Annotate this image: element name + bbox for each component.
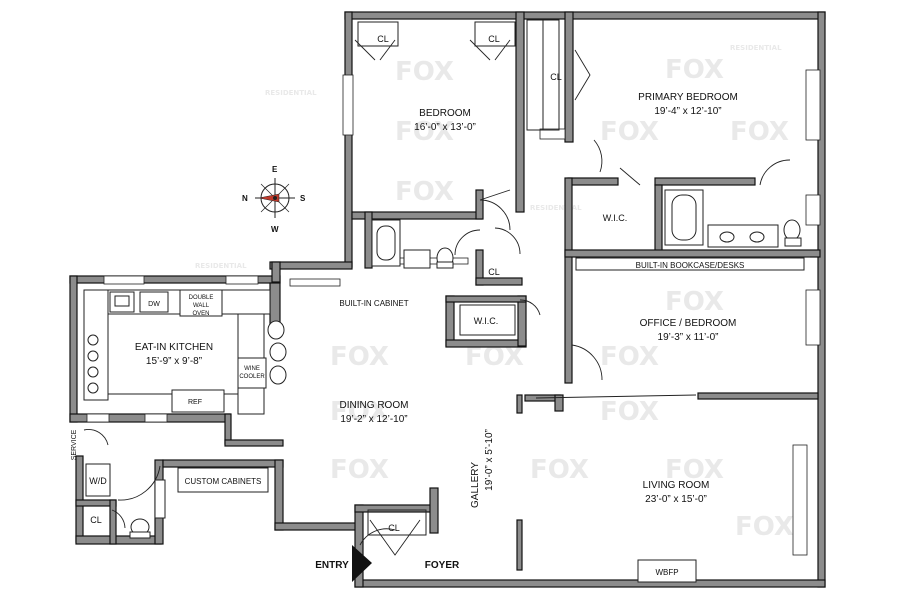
bedroom-dim: 16’-0” x 13’-0” [414,122,476,133]
watermark: FOX [330,397,389,427]
dining-room-name: DINING ROOM [340,400,409,411]
closet-label: CL [488,34,500,44]
closet-label: CL [488,267,500,277]
wic-label: W.I.C. [474,316,499,326]
compass-w: W [271,225,279,234]
wd-label: W/D [89,476,107,486]
oven-label: DOUBLE [189,295,214,301]
bath-fixtures [85,189,802,539]
watermark: FOX [330,342,389,372]
wbfp-label: WBFP [655,568,678,577]
watermark: FOX [600,342,659,372]
service-label: SERVICE [71,429,78,460]
watermark: FOX [395,177,454,207]
fireplace [637,559,697,583]
closet-label: CL [377,34,389,44]
closets [357,19,810,536]
watermark: FOX [600,117,659,147]
wic-label: W.I.C. [603,213,628,223]
kitchen-name: EAT-IN KITCHEN [135,342,213,353]
entry-arrow-icon [352,545,372,582]
watermark: FOX [665,455,724,485]
wine-cooler-label: WINE [244,366,260,372]
entry-label: ENTRY [315,560,349,571]
watermark-sub: RESIDENTIAL [530,204,582,212]
primary-bedroom-dim: 19’-4” x 12’-10” [654,106,721,117]
office-dim: 19’-3” x 11’-0” [658,332,719,343]
oven-label: WALL [193,303,210,309]
watermark: FOX [330,455,389,485]
room-labels: BEDROOM 16’-0” x 13’-0” PRIMARY BEDROOM … [135,92,738,508]
watermark: FOX [395,117,454,147]
compass-e: E [272,165,278,174]
watermark: FOX [665,287,724,317]
kitchen-fixtures [83,289,287,415]
wine-cooler-label: COOLER [239,374,265,380]
fixture-labels: CL CL CL CL CL CL W.I.C. W.I.C. BUILT-IN… [71,34,744,577]
watermark-layer: FOX FOX FOX FOX FOX FOX FOX FOX FOX FOX … [135,44,794,542]
watermark-sub: RESIDENTIAL [265,89,317,97]
primary-bedroom-name: PRIMARY BEDROOM [638,92,738,103]
closet-label: CL [90,515,102,525]
watermark: FOX [395,57,454,87]
dining-room-dim: 19’-2” x 12’-10” [340,414,407,425]
dw-label: DW [148,301,160,308]
living-room-name: LIVING ROOM [643,480,710,491]
living-room-dim: 23’-0” x 15’-0” [645,494,707,505]
watermark: FOX [530,455,589,485]
compass-s: S [300,194,306,203]
bedroom-name: BEDROOM [419,108,471,119]
watermark-sub: RESIDENTIAL [195,262,247,270]
walls [69,11,826,588]
oven-label: OVEN [192,311,209,317]
compass-n: N [242,194,248,203]
watermark: FOX [600,397,659,427]
built-in-bookcase-label: BUILT-IN BOOKCASE/DESKS [636,261,745,270]
watermark: FOX [730,117,789,147]
foyer-label: FOYER [425,560,460,571]
gallery-name: GALLERY [470,462,481,508]
office-name: OFFICE / BEDROOM [640,318,737,329]
watermark-sub: RESIDENTIAL [730,44,782,52]
closet-label: CL [388,523,400,533]
ref-label: REF [188,399,202,406]
custom-cabinets-label: CUSTOM CABINETS [185,477,262,486]
kitchen-dim: 15’-9” x 9’-8” [146,356,202,367]
watermark: FOX [665,55,724,85]
closet-label: CL [550,72,562,82]
built-in-cabinet-label: BUILT-IN CABINET [339,299,408,308]
gallery-dim: 19’-0” x 5’-10” [484,429,495,491]
doors [83,39,791,556]
watermark: FOX [735,512,794,542]
compass-icon: E N S W [242,165,306,234]
